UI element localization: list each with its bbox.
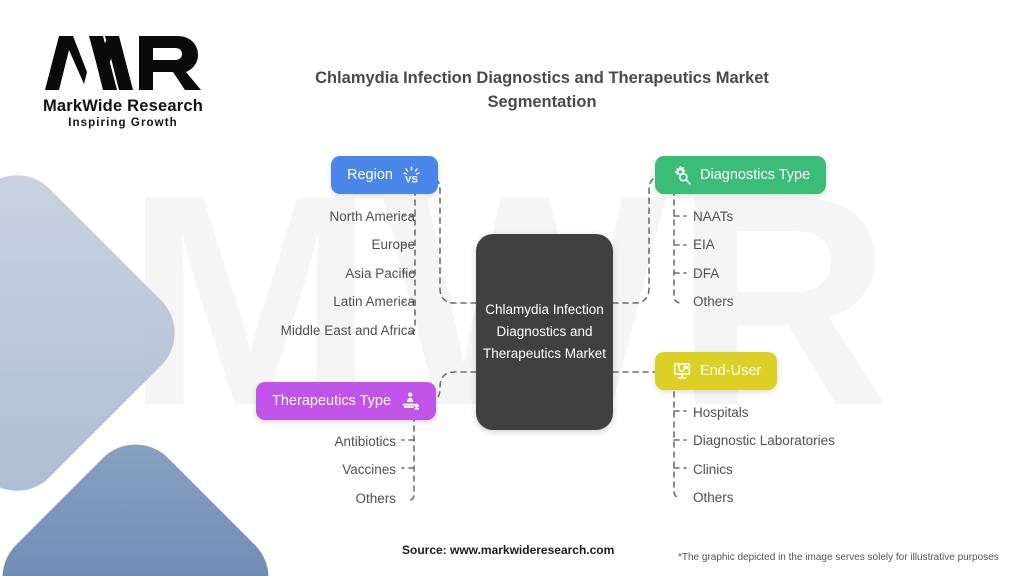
category-pill-diagnostics[interactable]: Diagnostics Type [655, 156, 827, 194]
list-item: North America [329, 208, 415, 224]
patient-care-icon [399, 391, 420, 412]
item-list-diagnostics: NAATs EIA DFA Others [693, 202, 943, 316]
category-pill-therapeutics[interactable]: Therapeutics Type [256, 382, 437, 420]
list-item: DFA [693, 265, 720, 281]
page-title: Chlamydia Infection Diagnostics and Ther… [315, 69, 769, 112]
list-item: Asia Pacific [345, 265, 415, 281]
logo-tagline: Inspiring Growth [68, 117, 178, 129]
logo-company-name: MarkWide Research [42, 97, 204, 115]
category-pill-enduser[interactable]: End-User [655, 352, 778, 390]
brand-logo: MarkWide Research Inspiring Growth [28, 32, 218, 129]
center-node: Chlamydia Infection Diagnostics and Ther… [476, 234, 613, 430]
list-item: Vaccines [342, 462, 396, 477]
location-burst-icon: VS [401, 165, 422, 186]
list-item: NAATs [693, 208, 734, 224]
list-item: EIA [693, 237, 715, 252]
list-item: Others [693, 490, 734, 505]
category-label-region: Region [347, 166, 393, 183]
center-node-label: Chlamydia Infection Diagnostics and Ther… [482, 302, 607, 361]
category-label-enduser: End-User [700, 362, 762, 379]
svg-text:VS: VS [405, 174, 418, 184]
list-item: Clinics [693, 461, 733, 477]
list-item: Middle East and Africa [280, 322, 415, 338]
category-label-diagnostics: Diagnostics Type [700, 166, 811, 183]
list-item: Others [693, 294, 734, 309]
list-item: Antibiotics [334, 433, 396, 449]
gear-magnifier-icon [671, 165, 692, 186]
disclaimer-text: *The graphic depicted in the image serve… [678, 552, 999, 563]
category-label-therapeutics: Therapeutics Type [272, 392, 392, 409]
list-item: Others [355, 490, 396, 506]
list-item: Latin America [333, 294, 415, 309]
item-list-enduser: Hospitals Diagnostic Laboratories Clinic… [693, 398, 973, 512]
item-list-region: North America Europe Asia Pacific Latin … [150, 202, 415, 345]
logo-mark-icon [28, 32, 218, 99]
list-item: Diagnostic Laboratories [693, 433, 835, 448]
list-item: Europe [371, 237, 415, 252]
item-list-therapeutics: Antibiotics Vaccines Others [185, 427, 396, 513]
source-attribution: Source: www.markwideresearch.com [402, 543, 615, 557]
monitor-stethoscope-icon [671, 361, 692, 382]
category-pill-region[interactable]: Region VS [331, 156, 438, 194]
list-item: Hospitals [693, 404, 749, 420]
